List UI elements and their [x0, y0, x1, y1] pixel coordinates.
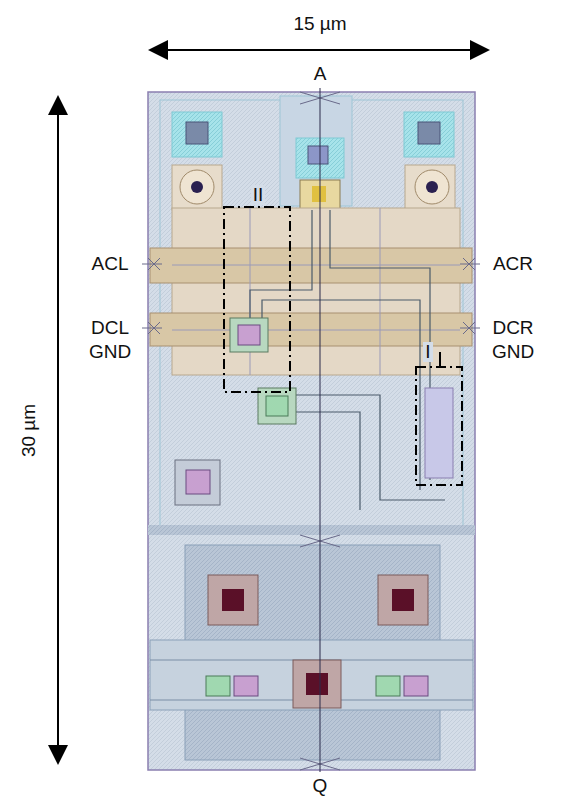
signal-name: ACR [491, 254, 535, 275]
signal-name: DCR [490, 318, 535, 339]
region-marker: I [423, 342, 432, 363]
signal-name: ACL [90, 254, 131, 275]
dimension-label: 30 µm [20, 401, 41, 458]
pin-name: GND [87, 342, 133, 363]
pin-name: A [312, 64, 329, 85]
signal-name: DCL [89, 318, 131, 339]
pin-name: Q [311, 776, 330, 797]
region-marker: II [251, 185, 266, 206]
dimension-label: 15 µm [291, 14, 348, 35]
pin-name: GND [490, 342, 536, 363]
